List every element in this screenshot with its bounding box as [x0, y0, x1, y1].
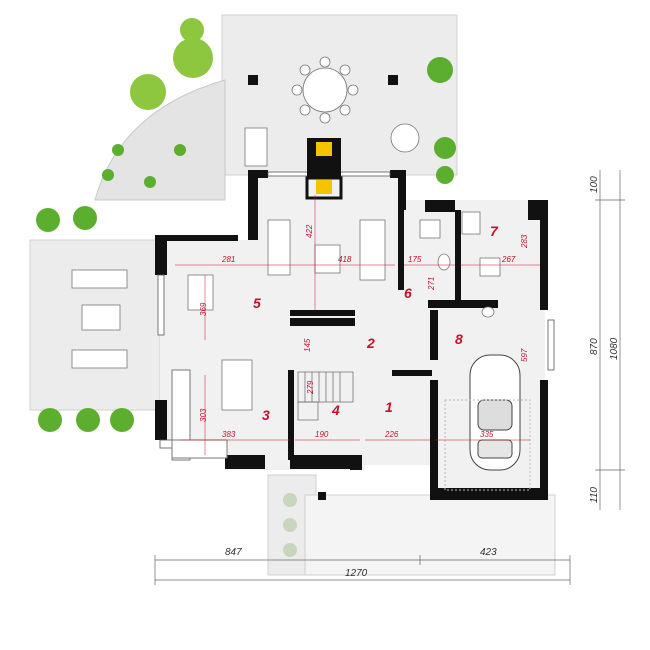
dimension-label: 369 [199, 302, 208, 316]
room-number: 7 [490, 223, 499, 239]
front-paving [304, 494, 556, 576]
room-number: 4 [331, 402, 340, 418]
terrace-table [244, 56, 420, 167]
dimension-label: 422 [305, 224, 314, 238]
house-floor [160, 170, 545, 500]
overall-dimension: 870 [589, 338, 600, 355]
terrace-pillar [388, 75, 398, 85]
kitchen-counter [171, 369, 191, 461]
dimension-label: 279 [306, 380, 315, 395]
entry-pillar [318, 492, 326, 500]
room-number: 2 [366, 335, 375, 351]
room-number: 3 [262, 407, 270, 423]
dimension-label: 190 [315, 430, 329, 439]
dimension-label: 283 [520, 234, 529, 249]
overall-dimension: 423 [480, 547, 497, 558]
car [469, 354, 521, 471]
outer-dimension-lines [154, 170, 625, 585]
stairs [297, 371, 354, 421]
kitchen-counter-bottom [171, 439, 228, 459]
room-number: 8 [455, 331, 463, 347]
bathroom-fixtures [419, 211, 501, 318]
overall-dimension: 1270 [345, 568, 368, 579]
overall-dimension: 847 [225, 547, 242, 558]
dimension-label: 175 [408, 255, 422, 264]
room-number: 6 [404, 285, 412, 301]
dimension-label: 281 [221, 255, 235, 264]
plants [36, 18, 456, 557]
overall-dimension: 100 [589, 176, 600, 193]
overall-dimension: 1080 [609, 337, 620, 360]
dimension-label: 267 [501, 255, 516, 264]
terrace-pillar [248, 75, 258, 85]
dimension-label: 418 [338, 255, 352, 264]
room-number: 5 [253, 295, 261, 311]
dimension-label: 271 [427, 277, 436, 291]
fireplace-icon [305, 138, 343, 200]
dimension-lines [175, 195, 540, 455]
living-furniture [187, 219, 386, 411]
walls [155, 170, 548, 500]
dimension-label: 145 [303, 338, 312, 352]
overall-dimension: 110 [589, 487, 600, 503]
side-terrace-furniture [71, 269, 128, 369]
dimension-label: 335 [480, 430, 494, 439]
dimension-label: 226 [384, 430, 399, 439]
dimension-label: 303 [199, 408, 208, 422]
dimension-label: 383 [222, 430, 236, 439]
garage-door-zone [444, 399, 531, 491]
room-number: 1 [385, 399, 393, 415]
dimension-label: 597 [520, 348, 529, 362]
